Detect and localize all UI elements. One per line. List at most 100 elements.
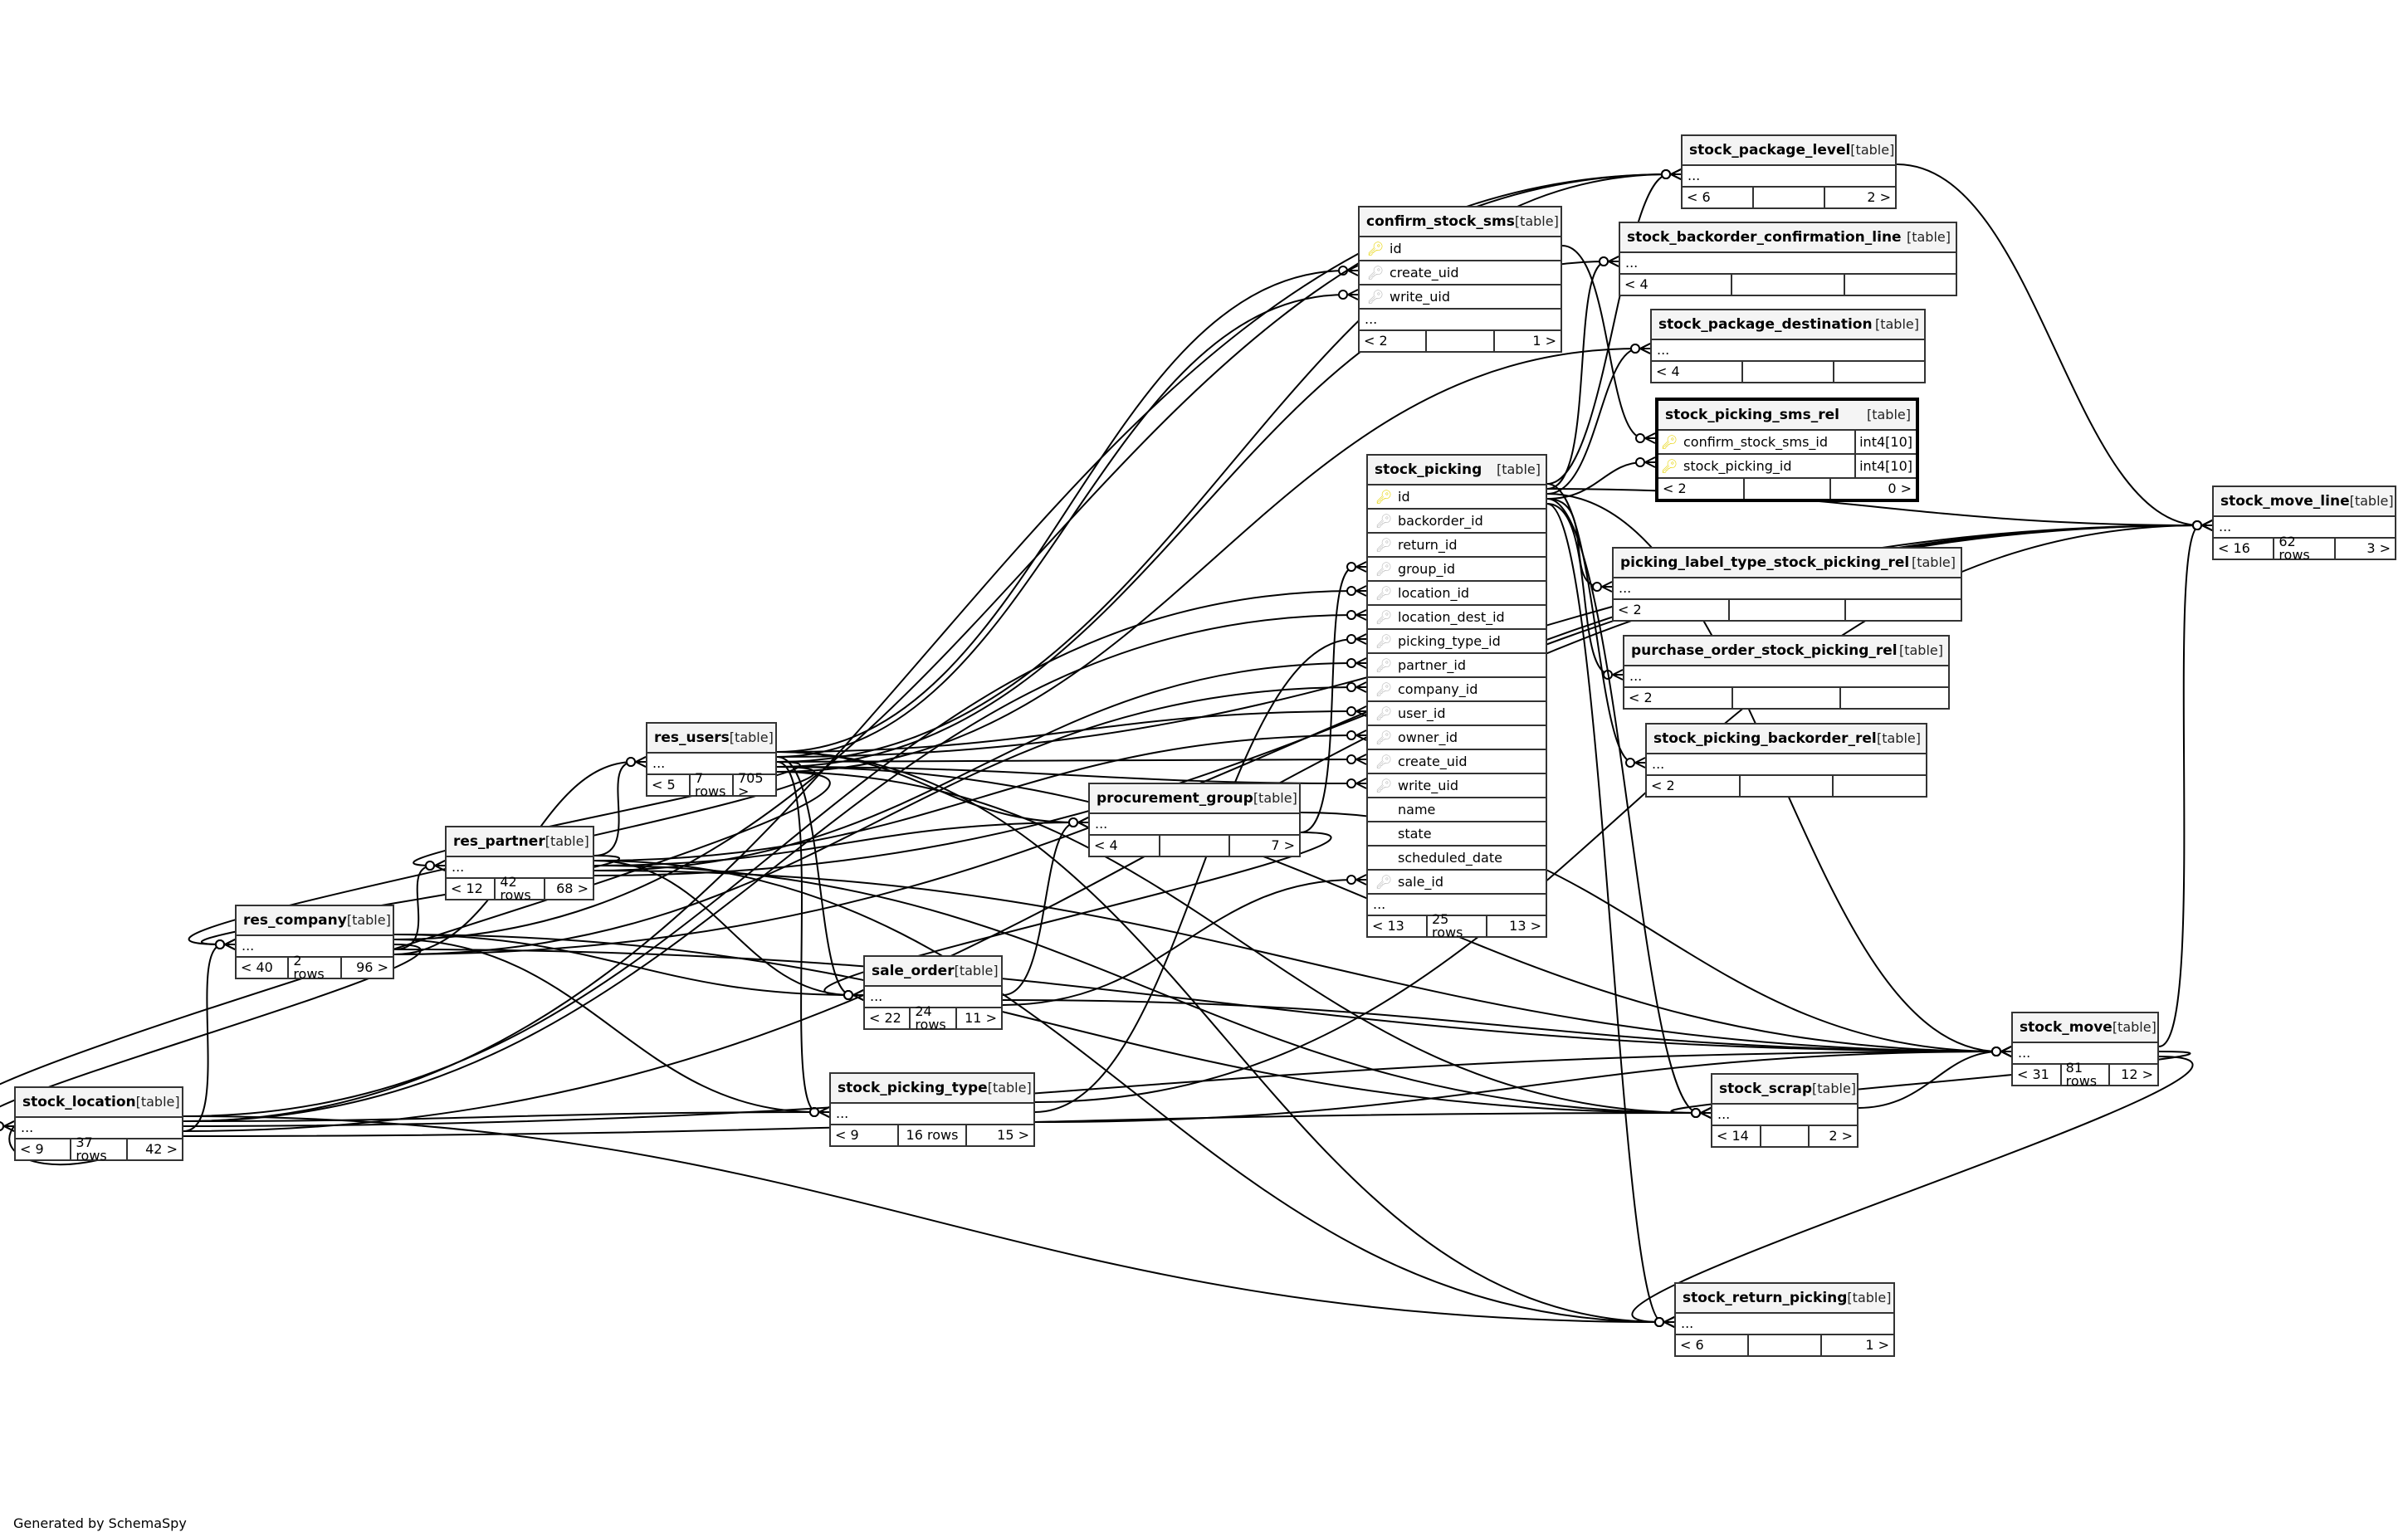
table-stock-backorder-confirmation-line[interactable]: stock_backorder_confirmation_line[table]… (1619, 222, 1957, 296)
column-row[interactable]: scheduled_date (1368, 847, 1546, 871)
table-name[interactable]: confirm_stock_sms (1366, 212, 1515, 230)
children-link[interactable]: 0 > (1829, 479, 1916, 499)
column-row[interactable]: 🔑︎create_uid (1360, 261, 1561, 285)
column-row[interactable]: 🔑︎write_uid (1368, 774, 1546, 798)
children-link[interactable] (1844, 600, 1961, 620)
table-name[interactable]: res_users (654, 729, 730, 746)
column-row[interactable]: 🔑︎backorder_id (1368, 510, 1546, 534)
children-link[interactable]: 12 > (2108, 1065, 2157, 1085)
parents-link[interactable]: < 6 (1687, 189, 1711, 205)
table-name[interactable]: stock_move_line (2220, 492, 2350, 510)
children-link[interactable]: 705 > (732, 772, 775, 798)
table-name[interactable]: res_company (243, 911, 347, 929)
parents-link[interactable]: < 16 (2218, 540, 2250, 556)
children-link[interactable] (1839, 688, 1948, 708)
parents-link[interactable]: < 12 (451, 881, 483, 896)
parents-link[interactable]: < 2 (1651, 778, 1675, 793)
parents-link[interactable]: < 4 (1624, 276, 1648, 292)
column-row[interactable]: 🔑︎return_id (1368, 534, 1546, 558)
table-name[interactable]: stock_picking (1375, 461, 1482, 478)
parents-link[interactable]: < 40 (241, 959, 273, 975)
parents-link[interactable]: < 13 (1372, 918, 1404, 934)
table-name[interactable]: stock_return_picking (1683, 1289, 1848, 1306)
children-link[interactable] (1843, 275, 1956, 295)
children-link[interactable]: 7 > (1228, 836, 1299, 856)
parents-link[interactable]: < 22 (869, 1010, 901, 1026)
parents-link[interactable]: < 14 (1717, 1128, 1749, 1144)
table-name[interactable]: stock_location (22, 1093, 136, 1110)
parents-link[interactable]: < 31 (2017, 1066, 2049, 1082)
children-link[interactable]: 2 > (1824, 188, 1895, 207)
table-confirm-stock-sms[interactable]: confirm_stock_sms[table] 🔑︎id 🔑︎create_u… (1358, 206, 1562, 353)
column-row[interactable]: 🔑︎company_id (1368, 678, 1546, 702)
table-name[interactable]: stock_picking_type (838, 1079, 988, 1096)
parents-link[interactable]: < 9 (835, 1127, 859, 1143)
column-row[interactable]: 🔑︎owner_id (1368, 726, 1546, 750)
parents-link[interactable]: < 2 (1629, 690, 1653, 705)
table-name[interactable]: stock_backorder_confirmation_line (1627, 228, 1902, 246)
children-link[interactable]: 42 > (125, 1139, 182, 1159)
column-row[interactable]: 🔑︎sale_id (1368, 871, 1546, 895)
children-link[interactable]: 3 > (2333, 539, 2395, 559)
children-link[interactable] (1832, 776, 1926, 796)
column-row[interactable]: name (1368, 798, 1546, 822)
parents-link[interactable]: < 2 (1618, 602, 1642, 617)
parents-link[interactable]: < 4 (1094, 837, 1118, 853)
column-row[interactable]: 🔑︎id (1360, 237, 1561, 261)
column-row[interactable]: 🔑︎id (1368, 485, 1546, 510)
table-name[interactable]: picking_label_type_stock_picking_rel (1620, 554, 1910, 571)
table-stock-picking-sms-rel[interactable]: stock_picking_sms_rel[table] 🔑︎confirm_s… (1655, 398, 1919, 502)
children-link[interactable]: 68 > (543, 879, 593, 899)
table-name[interactable]: stock_move (2020, 1018, 2112, 1036)
parents-link[interactable]: < 6 (1680, 1337, 1704, 1353)
children-link[interactable]: 13 > (1486, 916, 1546, 936)
parents-link[interactable]: < 9 (20, 1141, 44, 1157)
table-stock-picking-backorder-rel[interactable]: stock_picking_backorder_rel[table] ... <… (1645, 723, 1927, 798)
parents-link[interactable]: < 5 (652, 777, 676, 793)
children-link[interactable]: 96 > (339, 958, 393, 978)
column-row[interactable]: 🔑︎picking_type_id (1368, 630, 1546, 654)
table-name[interactable]: stock_scrap (1719, 1080, 1813, 1097)
parents-link[interactable]: < 2 (1663, 481, 1687, 496)
table-stock-picking[interactable]: stock_picking[table] 🔑︎id 🔑︎backorder_id… (1366, 454, 1547, 939)
children-link[interactable]: 1 > (1820, 1335, 1893, 1355)
table-name[interactable]: res_partner (453, 832, 545, 850)
table-name[interactable]: stock_picking_backorder_rel (1653, 729, 1877, 747)
parents-link[interactable]: < 2 (1364, 333, 1388, 349)
column-row[interactable]: 🔑︎location_dest_id (1368, 606, 1546, 630)
table-name[interactable]: sale_order (872, 962, 955, 979)
table-picking-label-type-stock-picking-rel[interactable]: picking_label_type_stock_picking_rel[tab… (1612, 547, 1962, 622)
table-name[interactable]: stock_package_destination (1658, 315, 1873, 333)
children-link[interactable]: 1 > (1492, 331, 1561, 351)
children-link[interactable] (1833, 362, 1924, 382)
table-name[interactable]: stock_package_level (1689, 141, 1851, 159)
children-link[interactable]: 11 > (955, 1008, 1001, 1028)
column-row[interactable]: 🔑︎create_uid (1368, 750, 1546, 774)
table-purchase-order-stock-picking-rel[interactable]: purchase_order_stock_picking_rel[table] … (1623, 635, 1950, 710)
table-name[interactable]: purchase_order_stock_picking_rel (1631, 642, 1898, 659)
column-row[interactable]: 🔑︎group_id (1368, 558, 1546, 582)
table-stock-package-destination[interactable]: stock_package_destination[table] ... < 4 (1650, 309, 1926, 383)
column-row[interactable]: 🔑︎user_id (1368, 702, 1546, 726)
children-link[interactable]: 15 > (965, 1125, 1033, 1145)
column-row[interactable]: 🔑︎location_id (1368, 582, 1546, 606)
parents-link[interactable]: < 4 (1656, 364, 1680, 379)
column-row[interactable]: state (1368, 822, 1546, 847)
column-row[interactable]: 🔑︎partner_id (1368, 654, 1546, 678)
table-name[interactable]: stock_picking_sms_rel (1665, 406, 1839, 423)
table-name[interactable]: procurement_group (1097, 789, 1253, 807)
